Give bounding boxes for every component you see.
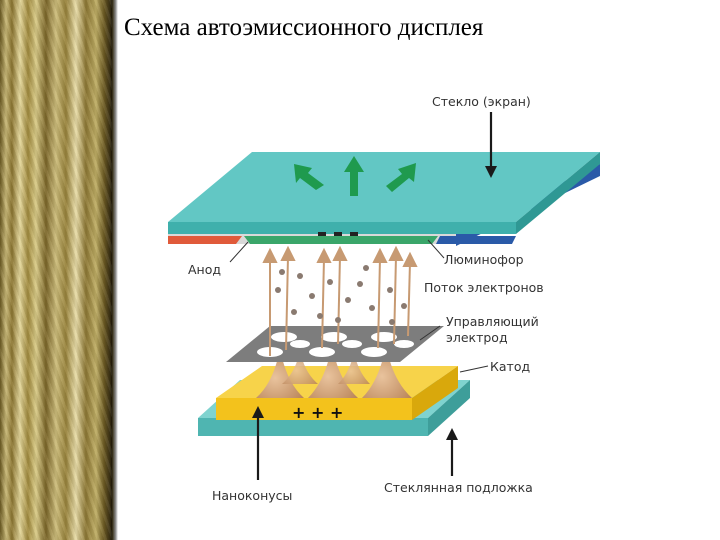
electron-flow xyxy=(262,245,418,356)
glass-screen-layer xyxy=(168,152,600,246)
electron-particles xyxy=(275,265,407,325)
plus-signs: + + + xyxy=(292,403,343,422)
label-cathode: Катод xyxy=(490,359,530,374)
label-nanocones: Наноконусы xyxy=(212,488,292,503)
label-anode: Анод xyxy=(188,262,221,277)
control-electrode-layer xyxy=(226,326,444,362)
label-control-electrode-line1: Управляющий xyxy=(446,314,539,329)
decorative-border-edge xyxy=(112,0,118,540)
light-emission-arrows xyxy=(294,156,416,196)
slide-title: Схема автоэмиссионного дисплея xyxy=(124,14,484,41)
label-control-electrode-line2: электрод xyxy=(446,330,508,345)
label-glass-screen: Стекло (экран) xyxy=(432,94,531,109)
label-electron-flow: Поток электронов xyxy=(424,280,544,295)
label-pointers xyxy=(229,112,497,480)
nanocones xyxy=(256,344,412,398)
decorative-marble-texture xyxy=(0,0,112,540)
label-phosphor: Люминофор xyxy=(444,252,524,267)
label-glass-substrate: Стеклянная подложка xyxy=(384,480,533,495)
decorative-marble-border xyxy=(0,0,112,540)
